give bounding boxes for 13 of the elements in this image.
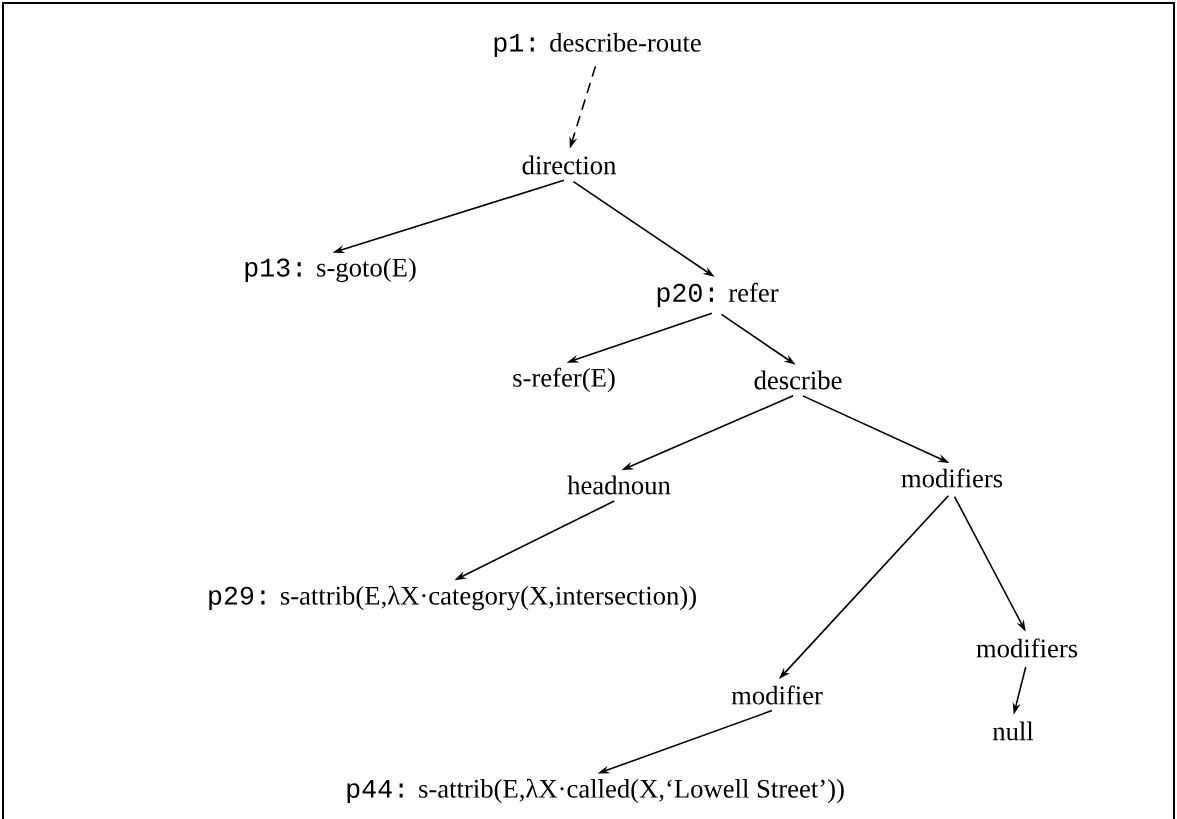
tree-node-label: s-refer(E): [513, 367, 615, 393]
tree-node-label: p29: s-attrib(E,λX·category(X,intersection)): [209, 585, 696, 611]
tree-node-label: direction: [522, 155, 616, 175]
tree-node-label: p44: s-attrib(E,λX·called(X,‘Lowell Street’)): [347, 778, 844, 804]
tree-node-label: p13: s-goto(E): [245, 257, 416, 283]
tree-node-label: modifiers: [901, 468, 1003, 488]
tree-node-label: p20: refer: [657, 282, 779, 308]
tree-node-label: describe: [754, 370, 842, 390]
tree-node-label: null: [992, 721, 1034, 741]
tree-node-label: modifiers: [976, 638, 1078, 658]
tree-node-label: headnoun: [567, 475, 671, 495]
tree-node-label: p1: describe-route: [494, 33, 701, 58]
tree-node-label: modifier: [731, 685, 823, 705]
